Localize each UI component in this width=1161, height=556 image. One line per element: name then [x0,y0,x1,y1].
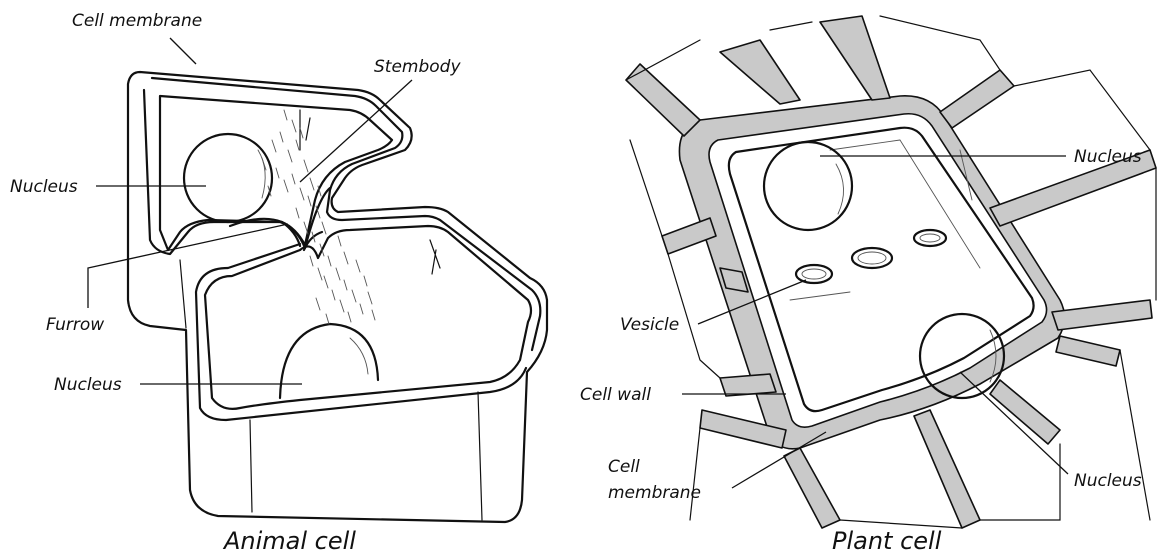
plant-vesicle-2-inner [858,252,886,264]
label-animal-nucleus-bottom: Nucleus [54,375,122,395]
leader-animal-cell-membrane [170,38,196,64]
caption-plant-cell: Plant cell [832,527,942,555]
plant-nucleus-top [764,142,852,230]
animal-nucleus-top [184,134,272,222]
animal-cell-drawing [128,72,547,522]
label-plant-cell-membrane-1: Cell [608,457,640,477]
label-stembody: Stembody [374,57,461,77]
plant-vesicle-3-inner [920,234,940,242]
plant-vesicle-1-inner [802,269,826,279]
label-furrow: Furrow [46,315,104,335]
plant-cell-wall-network [626,16,1156,528]
animal-nucleus-bottom [280,324,378,398]
label-plant-nucleus-bottom: Nucleus [1074,471,1142,491]
animal-nucleus-bottom-shade [350,338,368,374]
label-animal-cell-membrane: Cell membrane [72,11,202,31]
plant-vesicle-1 [796,265,832,283]
stembody-fibers [262,110,375,324]
caption-animal-cell: Animal cell [222,527,356,555]
plant-cell-drawing [626,16,1156,528]
plant-nucleus-top-shade [836,164,844,214]
label-plant-nucleus-top: Nucleus [1074,147,1142,167]
label-cell-wall: Cell wall [580,385,651,405]
animal-cell-upper-rim [152,78,540,350]
plant-vesicle-3 [914,230,946,246]
label-plant-cell-membrane-2: membrane [608,483,701,503]
plant-neighbour-cells [626,16,1156,528]
label-vesicle: Vesicle [620,315,679,335]
animal-cell-upper-inner-rim [144,90,330,254]
animal-labels: Cell membrane Stembody Nucleus Furrow Nu… [10,11,461,555]
animal-cell-lower-inner [205,226,531,409]
plant-cell-interior-lines [790,140,980,300]
animal-cell-outer-body [128,72,547,522]
animal-nucleus-top-shade [258,150,265,198]
label-animal-nucleus-top: Nucleus [10,177,78,197]
